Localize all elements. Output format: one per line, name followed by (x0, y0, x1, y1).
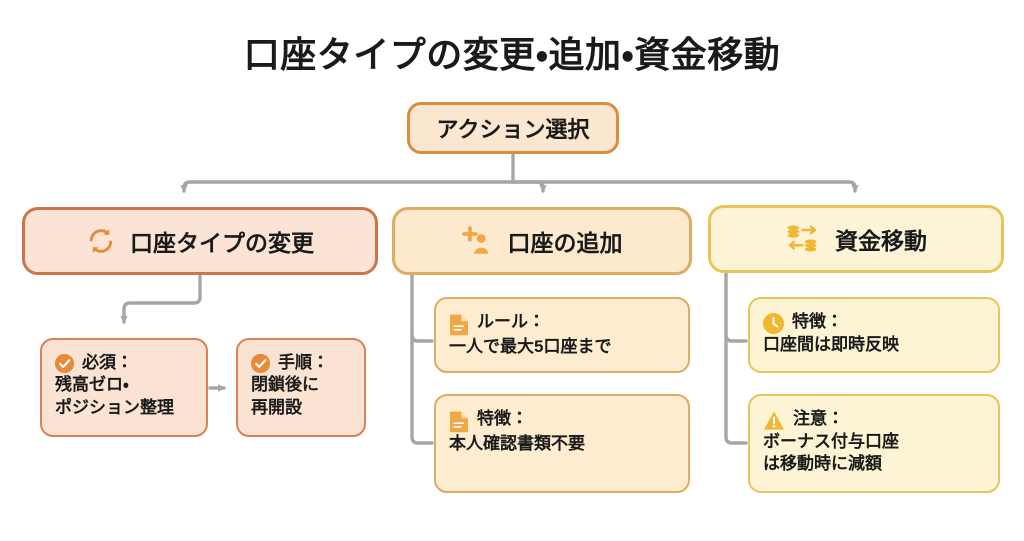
node-required-lead: 必須： (82, 353, 133, 372)
warning-triangle-icon (763, 410, 785, 431)
check-circle-icon (55, 354, 74, 373)
node-rule[interactable]: ルール： 一人で最大5口座まで (434, 297, 690, 373)
wire-transfer-to-feature (724, 271, 748, 343)
node-account-add-label: 口座の追加 (507, 230, 623, 256)
node-feature-add-detail: 本人確認書類不要 (449, 434, 585, 453)
node-fund-transfer[interactable]: 資金移動 (708, 205, 1004, 273)
refresh-cycle-icon (86, 226, 116, 256)
document-icon (449, 410, 469, 433)
wire-change-to-required (120, 273, 202, 324)
wire-root-to-change (180, 180, 515, 193)
node-feature-transfer-lead: 特徴： (792, 312, 843, 331)
check-circle-icon (251, 354, 270, 373)
wire-add-to-feature (410, 333, 434, 445)
node-feature-add-lead: 特徴： (477, 409, 528, 428)
node-feature-add[interactable]: 特徴： 本人確認書類不要 (434, 394, 690, 493)
wire-add-to-rule (410, 273, 434, 343)
node-rule-detail: 一人で最大5口座まで (449, 337, 612, 356)
node-steps-lead: 手順： (278, 353, 329, 372)
node-required-detail: 残高ゼロ・ ポジション整理 (55, 375, 174, 417)
page-title: 口座タイプの変更・追加・資金移動 (243, 34, 781, 75)
node-caution-detail: ボーナス付与口座 は移動時に減額 (763, 432, 899, 474)
node-steps[interactable]: 手順： 閉鎖後に 再開設 (236, 338, 366, 437)
wire-root-to-add (511, 180, 547, 193)
node-account-type-change[interactable]: 口座タイプの変更 (22, 207, 378, 275)
node-rule-lead: ルール： (477, 312, 545, 331)
node-action-select-label: アクション選択 (436, 117, 590, 142)
node-feature-transfer[interactable]: 特徴： 口座間は即時反映 (748, 297, 1000, 373)
document-icon (449, 313, 469, 336)
node-action-select[interactable]: アクション選択 (407, 102, 619, 154)
node-caution-lead: 注意： (793, 409, 844, 428)
node-feature-transfer-detail: 口座間は即時反映 (763, 335, 899, 354)
node-steps-detail: 閉鎖後に 再開設 (251, 375, 319, 417)
wire-root-to-transfer (511, 180, 859, 193)
node-account-add[interactable]: 口座の追加 (392, 207, 692, 275)
wire-transfer-to-caution (724, 333, 748, 445)
node-fund-transfer-label: 資金移動 (835, 228, 927, 254)
node-account-type-change-label: 口座タイプの変更 (130, 230, 314, 256)
coins-transfer-icon (785, 224, 821, 254)
add-user-icon (461, 225, 494, 257)
node-caution[interactable]: 注意： ボーナス付与口座 は移動時に減額 (748, 394, 1000, 493)
node-required[interactable]: 必須： 残高ゼロ・ ポジション整理 (40, 338, 208, 437)
clock-icon (763, 313, 784, 334)
